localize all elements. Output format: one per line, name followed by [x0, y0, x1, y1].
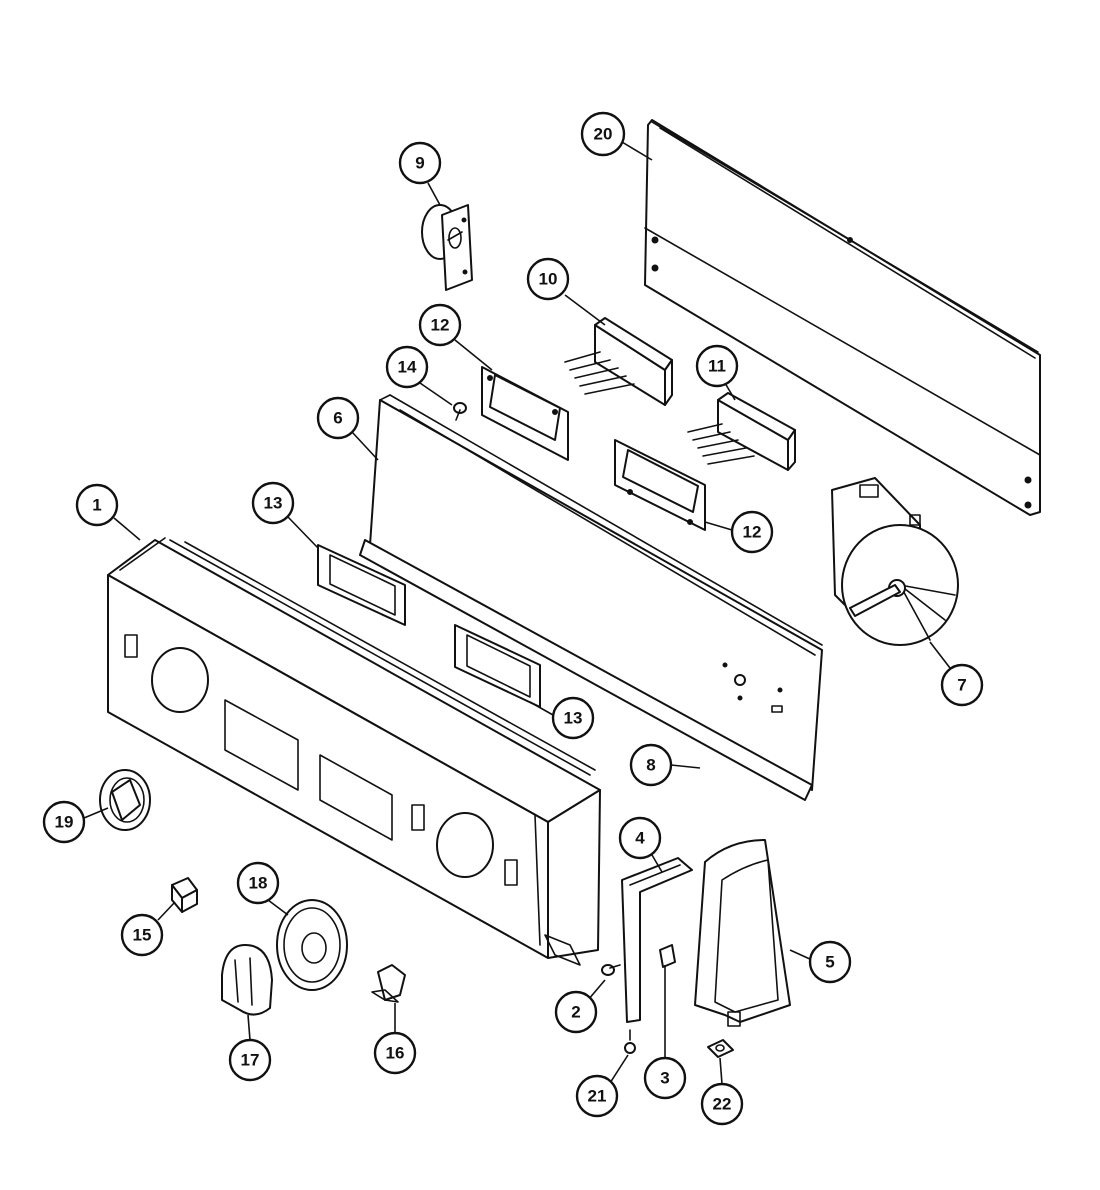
part-17-knob: [221, 944, 273, 1016]
callout-22: 22: [700, 1057, 744, 1126]
svg-text:2: 2: [571, 1003, 580, 1022]
svg-text:17: 17: [241, 1051, 260, 1070]
callouts: 1 2 3 4 5 6 7: [42, 111, 984, 1126]
svg-text:20: 20: [594, 125, 613, 144]
part-13-display-lens-upper: [317, 544, 406, 626]
callout-3: 3: [643, 965, 687, 1100]
svg-text:4: 4: [635, 829, 645, 848]
part-18-knob-skirt: [276, 899, 348, 991]
callout-15: 15: [120, 901, 176, 957]
callout-21: 21: [575, 1054, 629, 1118]
part-11-terminal-block: [687, 392, 796, 471]
part-20-rear-panel: [644, 119, 1041, 516]
part-14-screw: [453, 402, 467, 421]
part-15-button: [171, 877, 198, 913]
callout-13-lower: 13: [529, 696, 595, 740]
svg-text:18: 18: [249, 874, 268, 893]
callout-7: 7: [929, 641, 984, 707]
svg-text:11: 11: [708, 357, 726, 376]
part-1-console: [107, 537, 601, 966]
callout-10: 10: [526, 257, 606, 326]
callout-8: 8: [629, 743, 701, 787]
part-16-clip: [371, 964, 406, 1003]
svg-text:12: 12: [431, 316, 450, 335]
svg-text:19: 19: [55, 813, 74, 832]
callout-12-upper: 12: [418, 303, 493, 371]
part-4-side-trim: [621, 857, 693, 1023]
svg-text:5: 5: [825, 953, 834, 972]
part-2-screw: [601, 964, 621, 976]
svg-text:12: 12: [743, 523, 762, 542]
svg-text:21: 21: [588, 1087, 607, 1106]
callout-18: 18: [236, 861, 289, 916]
callout-1: 1: [75, 483, 141, 541]
part-5-end-cap: [694, 839, 791, 1027]
callout-14: 14: [385, 345, 453, 406]
svg-text:8: 8: [646, 756, 655, 775]
part-6-mounting-plate: [359, 394, 823, 801]
part-9-switch: [421, 204, 473, 291]
svg-text:15: 15: [133, 926, 152, 945]
callout-16: 16: [373, 1003, 417, 1075]
part-12-bracket-upper: [481, 366, 569, 461]
svg-text:1: 1: [92, 496, 101, 515]
callout-4: 4: [618, 816, 663, 873]
svg-text:9: 9: [415, 154, 424, 173]
svg-text:14: 14: [398, 358, 417, 377]
callout-20: 20: [580, 111, 653, 161]
callout-2: 2: [554, 979, 606, 1034]
svg-text:10: 10: [539, 270, 558, 289]
part-12-bracket-lower: [614, 439, 706, 531]
svg-text:13: 13: [264, 494, 283, 513]
callout-11: 11: [695, 344, 739, 401]
part-22-clip: [707, 1039, 734, 1058]
callout-19: 19: [42, 800, 109, 844]
part-10-terminal-block: [564, 317, 673, 406]
callout-9: 9: [398, 141, 442, 206]
callout-6: 6: [316, 396, 379, 461]
callout-17: 17: [228, 1014, 272, 1082]
part-21-screw: [624, 1029, 636, 1054]
callout-5: 5: [789, 940, 852, 984]
callout-12-lower: 12: [704, 510, 774, 554]
svg-text:22: 22: [713, 1095, 732, 1114]
part-7-timer: [831, 477, 959, 646]
part-3-clip: [659, 944, 676, 968]
svg-text:6: 6: [333, 409, 342, 428]
svg-text:16: 16: [386, 1044, 405, 1063]
svg-text:3: 3: [660, 1069, 669, 1088]
part-19-knob: [99, 769, 151, 831]
svg-text:7: 7: [957, 676, 966, 695]
callout-13-upper: 13: [251, 481, 319, 549]
svg-text:13: 13: [564, 709, 583, 728]
